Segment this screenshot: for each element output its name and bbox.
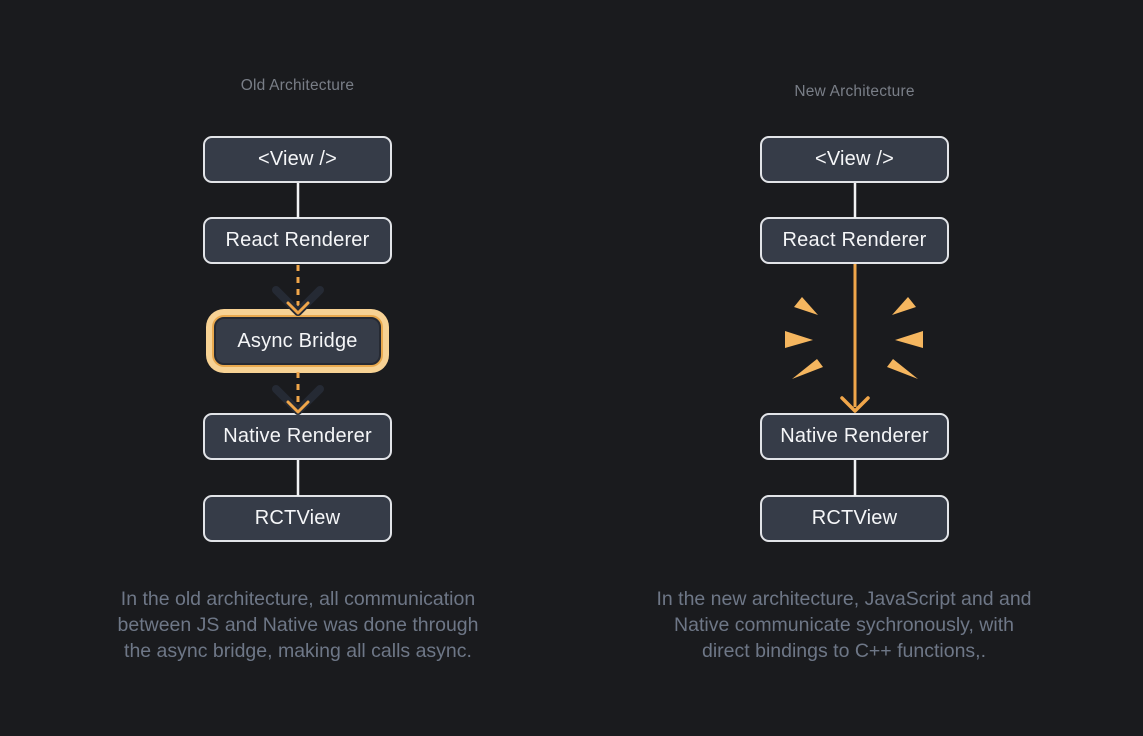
old-caption-line-3: the async bridge, making all calls async…	[124, 640, 472, 662]
new-node-native-renderer: Native Renderer	[760, 413, 949, 460]
new-caption-line-1: In the new architecture, JavaScript and …	[656, 588, 1032, 610]
arrowhead-orange-chevron-icon	[286, 400, 310, 414]
spark-left-bottom	[792, 359, 823, 379]
new-node-rctview-label: RCTView	[811, 507, 898, 529]
old-node-view-label: <View />	[257, 148, 338, 170]
arrowhead-orange-chevron-icon	[286, 301, 310, 315]
old-architecture-title: Old Architecture	[240, 77, 355, 94]
spark-right-bottom	[887, 359, 918, 379]
arrowhead-dark-chevron-icon	[272, 385, 324, 415]
arrowhead-orange-chevron-icon	[840, 396, 870, 413]
new-node-rctview: RCTView	[760, 495, 949, 542]
spark-right-middle	[895, 331, 923, 348]
old-caption-line-1: In the old architecture, all communicati…	[120, 588, 476, 610]
burst-sparks-icon	[785, 297, 923, 379]
old-node-async-bridge: Async Bridge	[214, 317, 381, 365]
new-caption-line-2: Native communicate sychronously, with	[674, 614, 1014, 636]
new-node-react-renderer: React Renderer	[760, 217, 949, 264]
old-node-view: <View />	[203, 136, 392, 183]
new-node-react-renderer-label: React Renderer	[782, 229, 927, 251]
old-caption-line-2: between JS and Native was done through	[117, 614, 479, 636]
old-node-async-bridge-label: Async Bridge	[237, 329, 358, 352]
old-architecture-caption: In the old architecture, all communicati…	[73, 586, 523, 664]
old-node-react-renderer-label: React Renderer	[225, 229, 370, 251]
new-node-view-label: <View />	[814, 148, 895, 170]
new-architecture-title: New Architecture	[794, 83, 915, 100]
new-node-view: <View />	[760, 136, 949, 183]
new-architecture-caption: In the new architecture, JavaScript and …	[619, 586, 1069, 664]
old-node-native-renderer: Native Renderer	[203, 413, 392, 460]
arrowhead-dark-chevron-icon	[272, 286, 324, 316]
spark-left-middle	[785, 331, 813, 348]
old-node-rctview-label: RCTView	[254, 507, 341, 529]
spark-right-top	[892, 297, 916, 315]
spark-left-top	[794, 297, 818, 315]
old-node-native-renderer-label: Native Renderer	[223, 425, 372, 447]
old-node-react-renderer: React Renderer	[203, 217, 392, 264]
new-node-native-renderer-label: Native Renderer	[780, 425, 929, 447]
old-node-rctview: RCTView	[203, 495, 392, 542]
old-dashed-arrow-bridge-to-native	[272, 372, 324, 415]
old-dashed-arrow-react-to-bridge	[272, 265, 324, 316]
new-solid-arrow-react-to-native	[840, 264, 870, 413]
new-caption-line-3: direct bindings to C++ functions,.	[702, 640, 986, 662]
